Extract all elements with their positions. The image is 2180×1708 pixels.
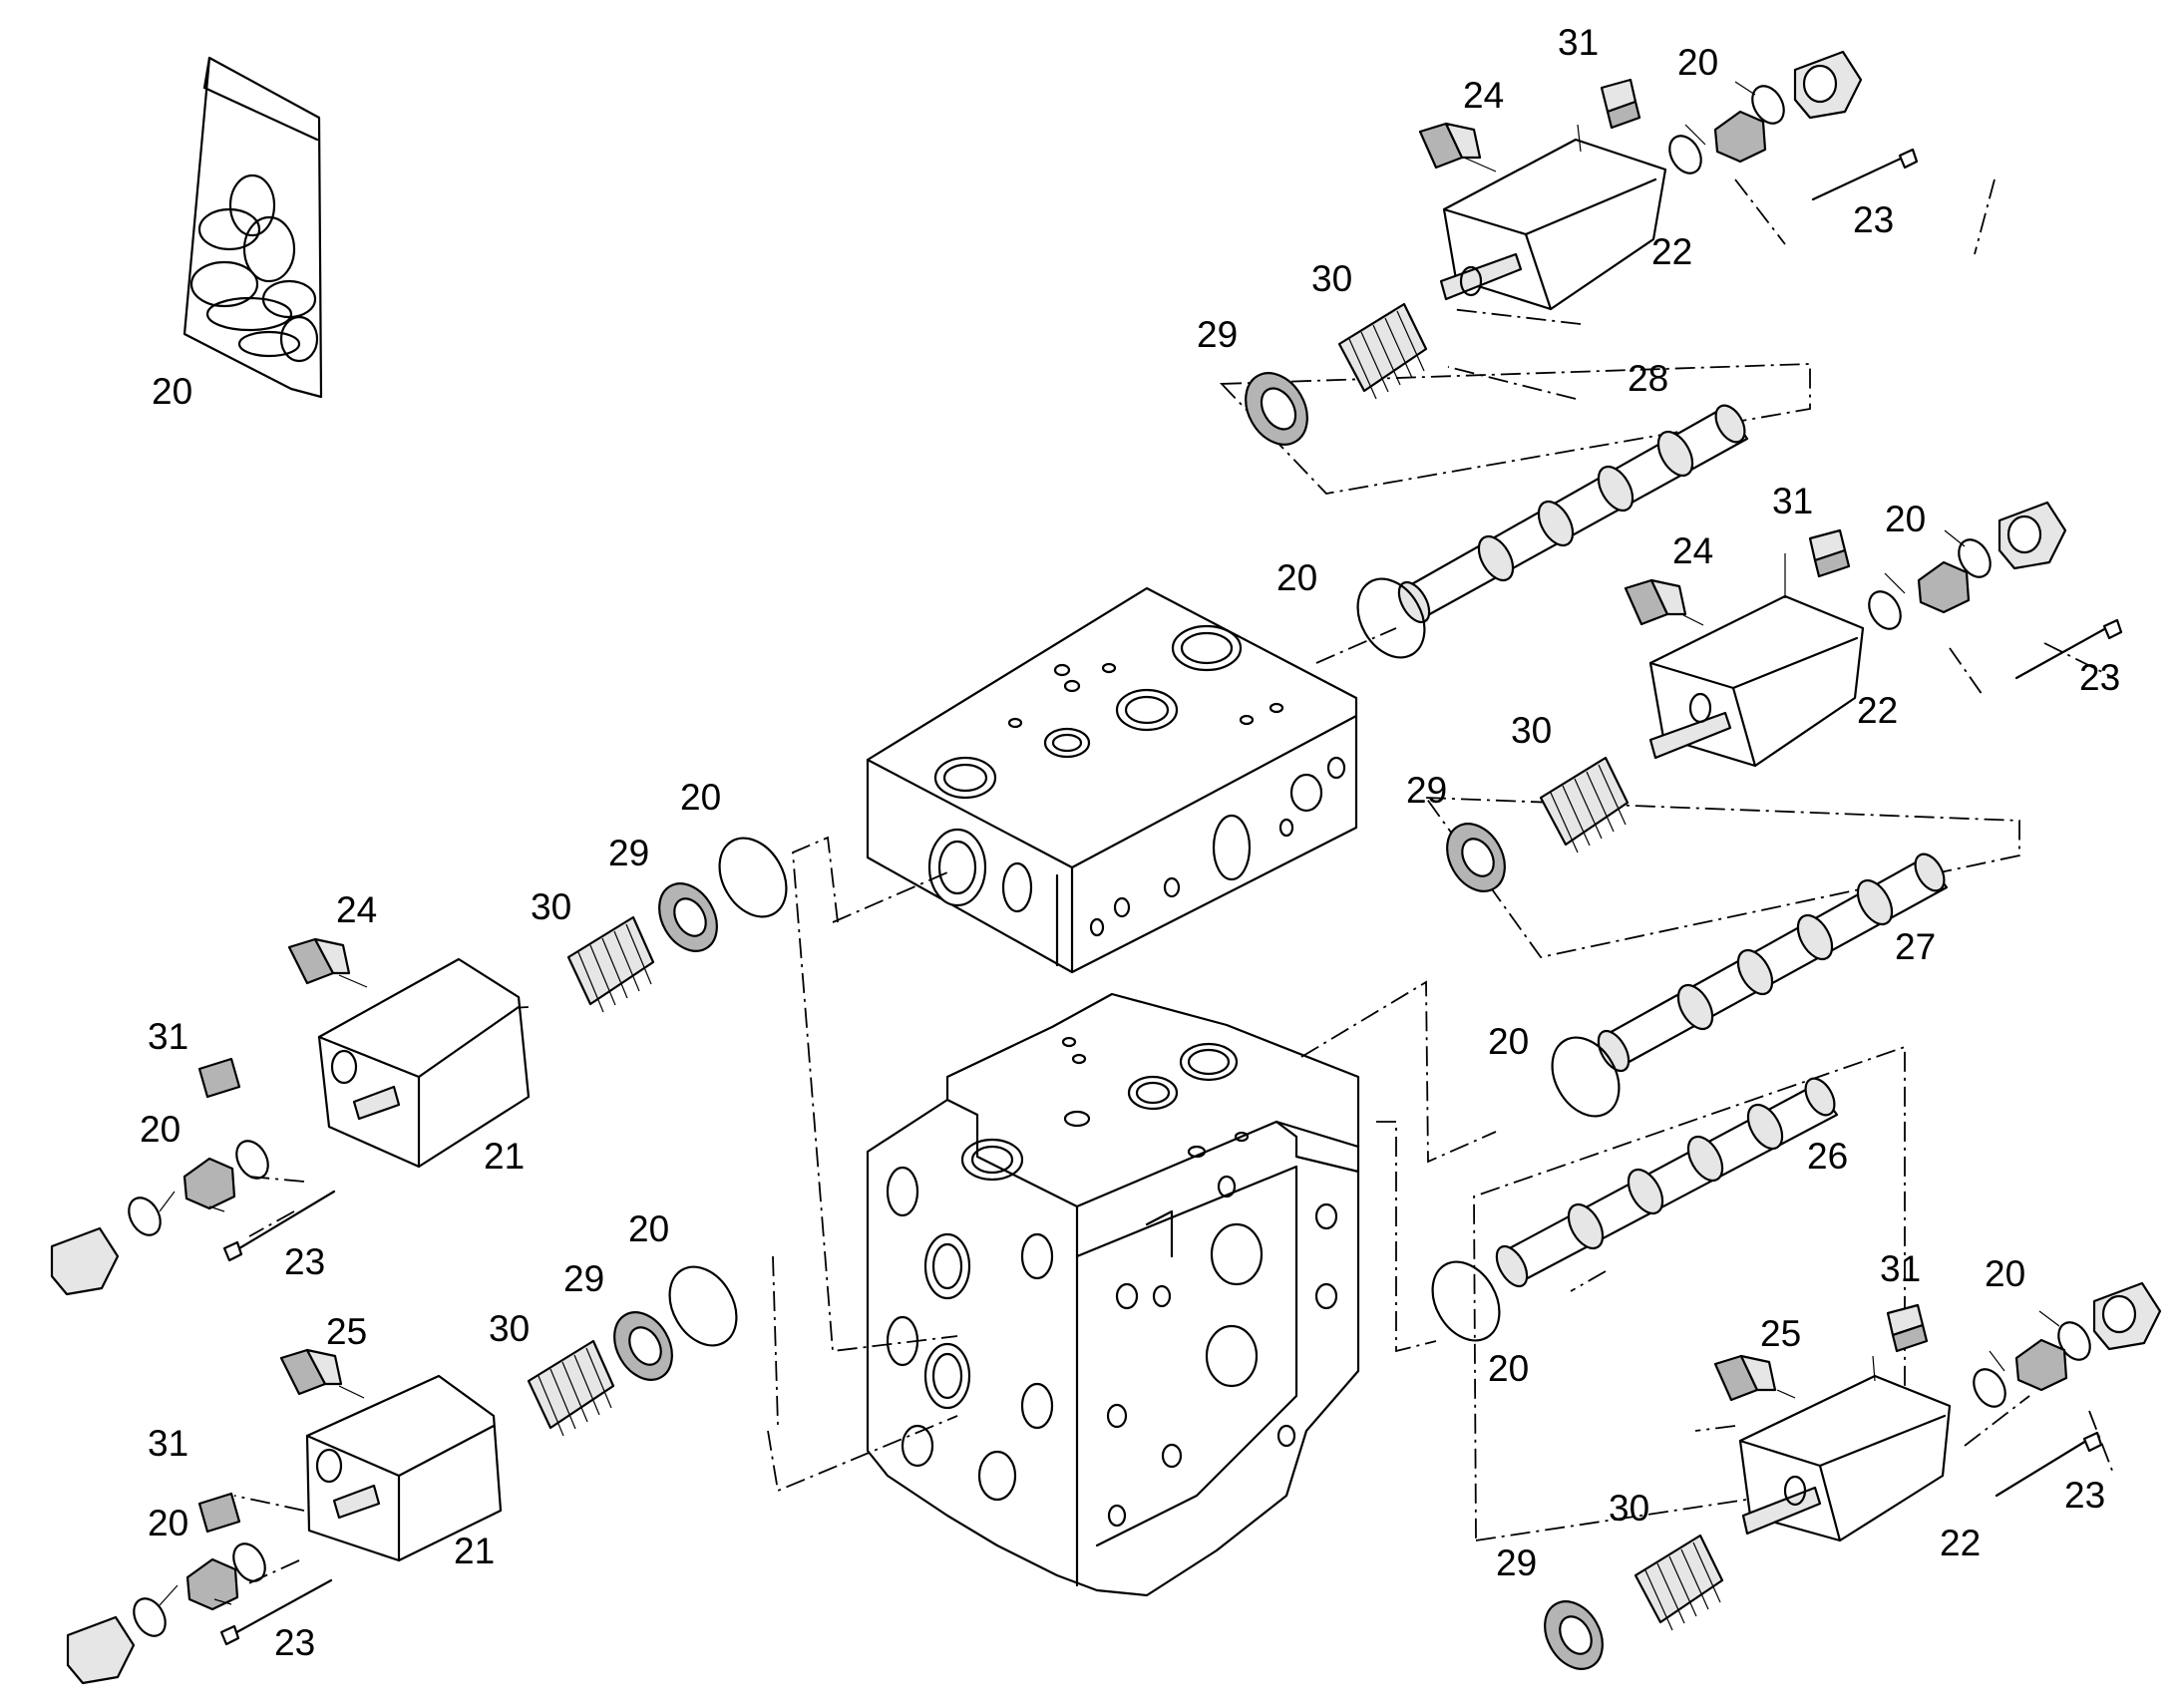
label-c-oring-1: 20	[680, 777, 721, 818]
label-d-plug: 31	[148, 1423, 188, 1464]
label-f-washer: 29	[1496, 1542, 1537, 1583]
group-d	[66, 1265, 738, 1685]
label-b-oring-1: 20	[1488, 1021, 1529, 1062]
part-number-labels: 20 31 24 20 22 23 30 29 28 20 31 24 20 2…	[140, 22, 2120, 1663]
group-e	[1431, 1077, 1839, 1342]
label-b-spool: 27	[1895, 926, 1936, 967]
group-a	[1245, 50, 1919, 659]
label-b-cap: 22	[1857, 690, 1898, 731]
label-b-washer: 29	[1406, 770, 1447, 811]
group-c	[50, 837, 788, 1296]
group-b	[1446, 501, 2123, 1118]
label-c-spring: 30	[531, 886, 571, 927]
label-c-plug: 31	[148, 1016, 188, 1057]
label-c-washer: 29	[608, 833, 649, 873]
label-d-oring-1: 20	[628, 1208, 669, 1249]
label-f-bolt: 23	[2064, 1475, 2105, 1516]
label-b-fitting: 24	[1672, 530, 1713, 571]
label-a-spring: 30	[1311, 258, 1352, 299]
label-e-oring-2: 20	[1488, 1348, 1529, 1389]
label-c-fitting: 24	[336, 889, 377, 930]
leader-lines	[159, 81, 2060, 1606]
label-a-bolt: 23	[1853, 199, 1894, 240]
label-c-bolt: 23	[284, 1241, 325, 1282]
label-seal-kit: 20	[152, 371, 192, 412]
label-d-oring-2: 20	[148, 1503, 188, 1543]
label-d-washer: 29	[563, 1258, 604, 1299]
seal-kit-bag	[182, 56, 323, 399]
label-d-fitting: 25	[326, 1311, 367, 1352]
label-f-spring: 30	[1609, 1488, 1649, 1529]
label-a-plug: 31	[1558, 22, 1599, 63]
group-f	[1544, 1281, 2162, 1670]
label-d-spring: 30	[489, 1308, 530, 1349]
label-c-oring-2: 20	[140, 1109, 181, 1150]
label-d-bolt: 23	[274, 1622, 315, 1663]
label-e-spool: 26	[1807, 1136, 1848, 1177]
label-f-plug: 31	[1880, 1248, 1921, 1289]
label-a-spool: 28	[1628, 358, 1668, 399]
lower-valve-body	[866, 992, 1360, 1597]
label-b-spring: 30	[1511, 710, 1552, 751]
label-f-fitting: 25	[1760, 1313, 1801, 1354]
label-b-bolt: 23	[2079, 657, 2120, 698]
label-c-cap: 21	[484, 1136, 525, 1177]
label-a-cap: 22	[1651, 231, 1692, 272]
label-f-oring: 20	[1985, 1253, 2025, 1294]
label-f-cap: 22	[1940, 1523, 1981, 1563]
label-a-fitting: 24	[1463, 75, 1504, 116]
label-d-cap: 21	[454, 1531, 495, 1571]
label-a-washer: 29	[1197, 314, 1238, 355]
upper-valve-body	[866, 586, 1358, 974]
label-a-oring-1: 20	[1276, 557, 1317, 598]
label-b-oring-2: 20	[1885, 499, 1926, 539]
label-a-oring-2: 20	[1677, 42, 1718, 83]
label-b-plug: 31	[1772, 481, 1813, 521]
